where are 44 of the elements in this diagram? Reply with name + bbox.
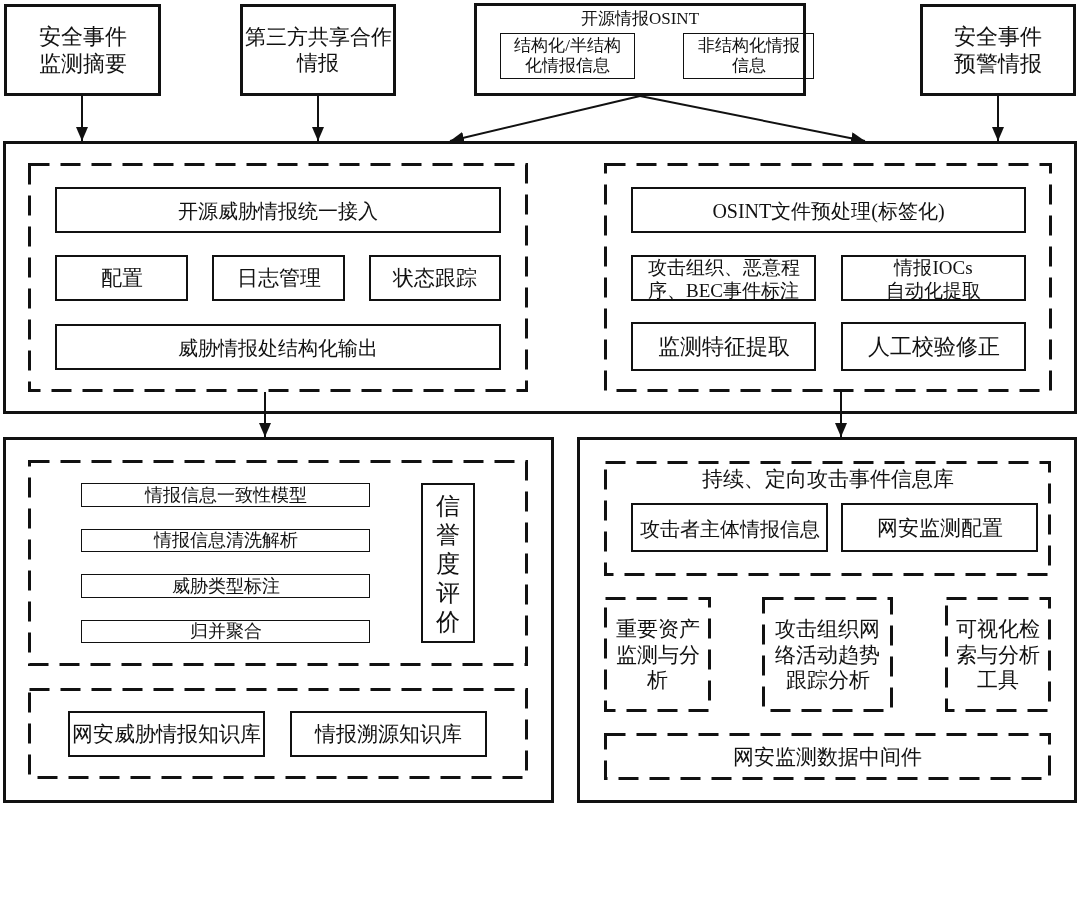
- arrow: [76, 95, 88, 142]
- process-box: 威胁类型标注: [81, 574, 370, 598]
- group-title: 开源情报OSINT: [580, 9, 700, 30]
- process-box: 攻击者主体情报信息: [631, 503, 828, 552]
- arrow: [835, 391, 847, 438]
- process-box: 非结构化情报信息: [683, 33, 814, 79]
- process-box: 结构化/半结构化情报信息: [500, 33, 635, 79]
- process-box: 情报溯源知识库: [290, 711, 487, 757]
- process-box: 人工校验修正: [841, 322, 1026, 371]
- process-box: 配置: [55, 255, 188, 301]
- arrow: [992, 95, 1004, 142]
- dashed-group: [28, 163, 528, 392]
- process-box: 监测特征提取: [631, 322, 816, 371]
- dashed-box: 网安监测数据中间件: [604, 733, 1051, 780]
- source-box: 第三方共享合作情报: [240, 4, 396, 96]
- process-box: 情报信息一致性模型: [81, 483, 370, 507]
- process-box: 威胁情报处结构化输出: [55, 324, 501, 370]
- module-panel: [577, 437, 1077, 803]
- process-box: 情报信息清洗解析: [81, 529, 370, 552]
- arrow: [449, 95, 641, 144]
- dashed-box: 可视化检索与分析工具: [945, 597, 1051, 712]
- dashed-group: [604, 163, 1052, 392]
- arrow: [259, 391, 271, 438]
- dashed-group: [28, 460, 528, 666]
- process-box: 状态跟踪: [369, 255, 501, 301]
- process-box: 网安监测配置: [841, 503, 1038, 552]
- process-box: 攻击组织、恶意程序、BEC事件标注: [631, 255, 816, 301]
- process-box: 情报IOCs自动化提取: [841, 255, 1026, 301]
- source-box: 安全事件预警情报: [920, 4, 1076, 96]
- process-box: 归并聚合: [81, 620, 370, 643]
- dashed-group: [604, 461, 1051, 576]
- process-box: 网安威胁情报知识库: [68, 711, 265, 757]
- module-panel: [3, 141, 1077, 414]
- group-title: 持续、定向攻击事件信息库: [701, 467, 954, 493]
- dashed-box: 攻击组织网络活动趋势跟踪分析: [762, 597, 893, 712]
- dashed-group: [28, 688, 528, 779]
- process-box: 日志管理: [212, 255, 345, 301]
- process-box: 开源威胁情报统一接入: [55, 187, 501, 233]
- process-box: OSINT文件预处理(标签化): [631, 187, 1026, 233]
- arrow: [312, 95, 324, 142]
- source-box: 安全事件监测摘要: [4, 4, 161, 96]
- module-panel: [3, 437, 554, 803]
- process-box: 信誉度评价: [421, 483, 475, 643]
- dashed-box: 重要资产监测与分析: [604, 597, 711, 712]
